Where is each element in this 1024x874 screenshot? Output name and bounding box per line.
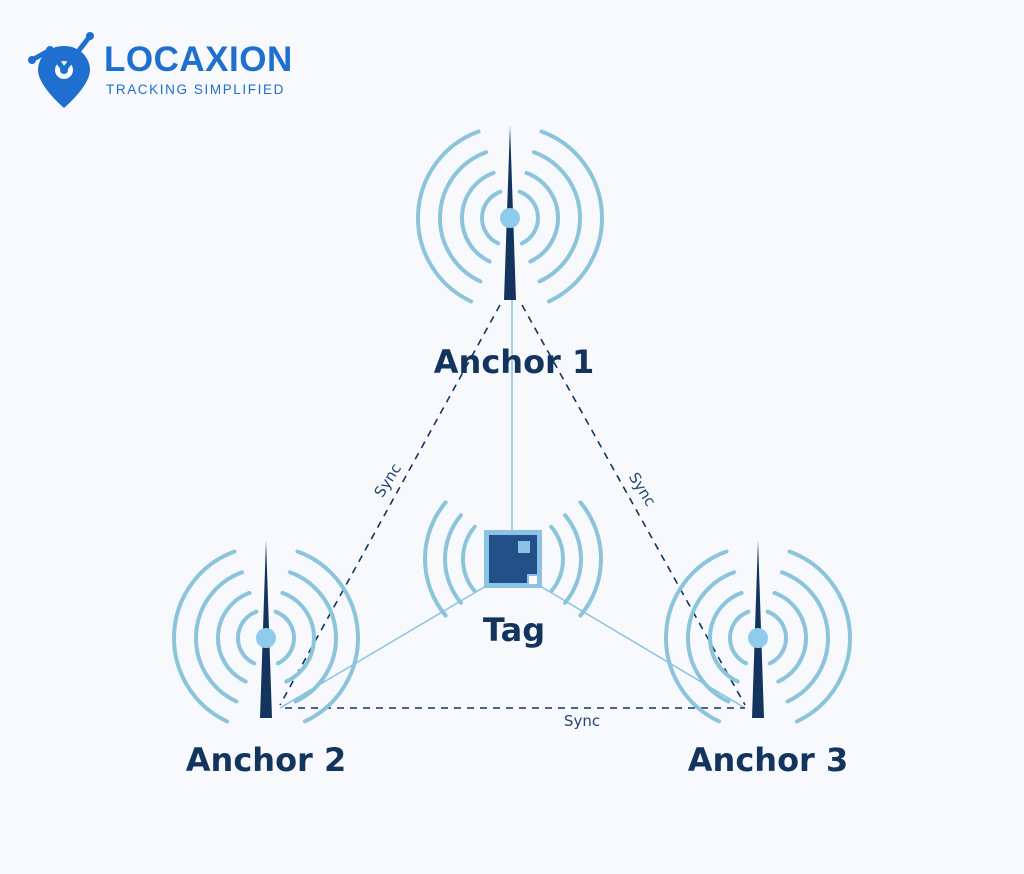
signal-wave-arc: [708, 590, 744, 684]
tag-device: [484, 530, 542, 588]
signal-wave-arc: [524, 170, 560, 264]
signal-wave-arc: [438, 150, 489, 284]
signal-wave-arc: [686, 570, 737, 704]
signal-wave-arc: [416, 129, 481, 304]
sync-link: [279, 304, 501, 706]
signal-wave-arc: [460, 170, 496, 264]
antenna-node-icon: [500, 208, 520, 228]
signal-wave-arc: [728, 609, 751, 666]
signal-wave-arc: [295, 549, 360, 724]
brand-tagline: TRACKING SIMPLIFIED: [106, 82, 285, 97]
anchor-2-label: Anchor 2: [186, 741, 346, 779]
brand-name: LOCAXION: [104, 40, 293, 79]
towers: [256, 125, 768, 718]
signal-wave-arc: [216, 590, 252, 684]
antenna-node-icon: [256, 628, 276, 648]
signal-wave-arc: [480, 189, 503, 246]
signal-wave-arc: [787, 549, 852, 724]
signal-wave-arc: [772, 590, 808, 684]
range-link: [539, 585, 746, 709]
signal-wave-arc: [443, 513, 463, 605]
signal-wave-arc: [280, 590, 316, 684]
signal-wave-arc: [517, 189, 540, 246]
sync-link: [521, 304, 746, 706]
signal-wave-arc: [423, 500, 448, 618]
antenna-node-icon: [748, 628, 768, 648]
signal-wave-arc: [287, 570, 338, 704]
anchor-3-label: Anchor 3: [688, 741, 848, 779]
sync-right-label: Sync: [625, 469, 659, 509]
signal-wave-arc: [531, 150, 582, 284]
signal-waves: [172, 129, 852, 724]
sync-bottom-label: Sync: [564, 712, 600, 730]
signal-wave-arc: [549, 524, 565, 594]
signal-wave-arc: [563, 513, 583, 605]
signal-wave-arc: [664, 549, 729, 724]
signal-wave-arc: [578, 500, 603, 618]
signal-wave-arc: [236, 609, 259, 666]
signal-wave-arc: [461, 524, 477, 594]
sync-left-label: Sync: [371, 460, 405, 500]
signal-wave-arc: [273, 609, 296, 666]
signal-wave-arc: [539, 129, 604, 304]
locaxion-logo-icon: [28, 32, 94, 108]
signal-wave-arc: [779, 570, 830, 704]
signal-wave-arc: [765, 609, 788, 666]
anchor-1-label: Anchor 1: [434, 343, 594, 381]
signal-wave-arc: [194, 570, 245, 704]
tag-label: Tag: [483, 611, 545, 649]
signal-wave-arc: [172, 549, 237, 724]
